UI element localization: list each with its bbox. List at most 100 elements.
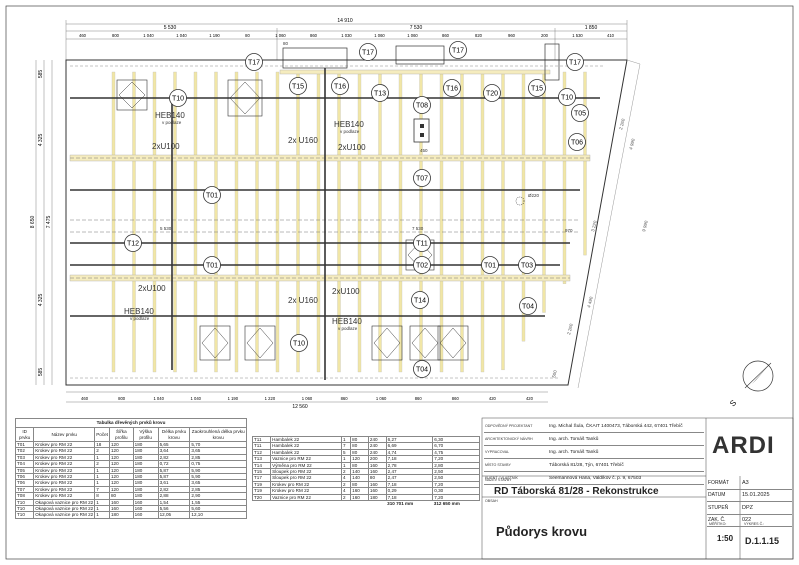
svg-text:T04: T04 xyxy=(522,304,534,311)
window-frame xyxy=(371,325,403,361)
info-value: Ing. arch. Tomáš Tanků xyxy=(549,449,599,455)
table-cell: T02 xyxy=(14,447,35,455)
tag-t17: T17 xyxy=(245,53,263,71)
info-value: Táborská 81/28, Týn, 67401 Třebíč xyxy=(549,462,624,468)
table-cell: 12,10 xyxy=(189,511,247,519)
table-cell: T19 xyxy=(251,487,272,495)
table-cell: Krokev pro RM 22 xyxy=(33,447,96,455)
dim-part: 1 530 xyxy=(572,33,583,38)
svg-text:T01: T01 xyxy=(206,193,218,200)
dim-part: 1 060 xyxy=(374,33,385,38)
project-name: RD Táborská 81/28 - Rekonstrukce xyxy=(494,486,659,497)
svg-text:T07: T07 xyxy=(416,176,428,183)
svg-text:500: 500 xyxy=(551,369,558,378)
dim-part: 1 190 xyxy=(228,396,239,401)
dim-part: 1 060 xyxy=(275,33,286,38)
dim-part: 1 220 xyxy=(265,396,276,401)
table-cell: T10 xyxy=(14,505,35,513)
dim-part: 1 040 xyxy=(153,396,164,401)
tag-t20: T20 xyxy=(483,84,501,102)
window-diamond xyxy=(229,81,261,115)
svg-text:4 990: 4 990 xyxy=(628,138,636,151)
svg-text:T01: T01 xyxy=(484,263,496,270)
chimney xyxy=(413,118,430,143)
rafter xyxy=(316,71,321,373)
window-diamond xyxy=(411,327,439,359)
table-cell: 7,20 xyxy=(432,493,480,502)
svg-text:T08: T08 xyxy=(416,103,428,110)
table-cell: Okapová vaznice pro RM 22 xyxy=(33,498,96,507)
table-cell: T08 xyxy=(14,492,35,500)
meta-label: DATUM xyxy=(708,492,726,499)
tag-t04: T04 xyxy=(413,360,431,378)
table-cell: Krokev pro RM 22 xyxy=(33,479,96,487)
table-cell: Krokev pro RM 22 xyxy=(33,440,96,449)
dim-part: 860 xyxy=(310,33,318,38)
svg-text:2 260: 2 260 xyxy=(566,323,574,336)
window-diamond xyxy=(201,327,229,359)
svg-text:v podlaze: v podlaze xyxy=(130,316,150,321)
rafter xyxy=(562,71,567,284)
svg-text:T13: T13 xyxy=(374,91,386,98)
table-cell: T13 xyxy=(251,455,272,463)
window-diamond xyxy=(439,327,467,359)
ardi-logo: ARDI xyxy=(712,432,775,459)
svg-text:T06: T06 xyxy=(571,140,583,147)
svg-text:T15: T15 xyxy=(531,86,543,93)
rafter xyxy=(501,71,505,371)
tag-t13: T13 xyxy=(371,84,389,102)
table-cell: Krokev pro RM 22 xyxy=(33,466,96,475)
tag-t07: T07 xyxy=(413,169,431,187)
window-frame xyxy=(437,325,469,361)
svg-text:T05: T05 xyxy=(574,111,586,118)
table-cell: Krokev pro RM 22 xyxy=(33,453,96,462)
svg-text:2 260: 2 260 xyxy=(618,118,626,131)
misc-dim-4: 450 xyxy=(420,148,428,153)
dim-part: 800 xyxy=(112,33,120,38)
column-header: Zaokrouhlená délka prvku krovu xyxy=(189,427,247,442)
misc-dim-6: Ø220 xyxy=(528,193,540,198)
dim-top-total: 14 910 xyxy=(337,18,353,24)
tag-t17: T17 xyxy=(359,43,377,61)
rafter xyxy=(214,71,218,373)
window-diamond xyxy=(373,327,401,359)
window-frame xyxy=(244,325,276,361)
rafter xyxy=(480,71,485,373)
column-header: Výška profilu xyxy=(132,427,159,442)
rafter xyxy=(275,71,280,373)
svg-text:4 490: 4 490 xyxy=(586,296,594,309)
dim-part: 860 xyxy=(415,396,423,401)
dim-part: 960 xyxy=(508,33,516,38)
svg-text:v podlaze: v podlaze xyxy=(340,129,360,134)
table-cell: T10 xyxy=(14,498,35,507)
tag-t02: T02 xyxy=(413,256,431,274)
dim-part: 860 xyxy=(442,33,450,38)
rafter xyxy=(583,71,587,256)
info-label: KLIENT / VLASTNÍK xyxy=(485,476,518,480)
drawing-number: D.1.1.15 xyxy=(745,536,780,546)
right-dimensions: 2 260 4 990 9 990 3 220 4 490 2 260 500 xyxy=(551,118,649,379)
tag-t17: T17 xyxy=(449,41,467,59)
dim-part: 1 040 xyxy=(176,33,187,38)
tag-t03: T03 xyxy=(518,256,536,274)
dim-part: 1 060 xyxy=(376,396,387,401)
table-cell: 2 xyxy=(340,493,352,502)
svg-text:T17: T17 xyxy=(362,50,374,57)
dim-left-4: 8 650 xyxy=(30,216,36,229)
svg-text:T02: T02 xyxy=(416,263,428,270)
column-header: Název prvku xyxy=(33,427,96,442)
table-cell: T06 xyxy=(14,472,35,481)
label-2xu160-2: 2x U160 xyxy=(288,296,318,305)
dim-top-main-1: 5 530 xyxy=(164,25,177,31)
table-cell: T12 xyxy=(251,448,272,457)
svg-text:T01: T01 xyxy=(206,263,218,270)
svg-text:T16: T16 xyxy=(334,84,346,91)
rafter xyxy=(111,71,116,373)
